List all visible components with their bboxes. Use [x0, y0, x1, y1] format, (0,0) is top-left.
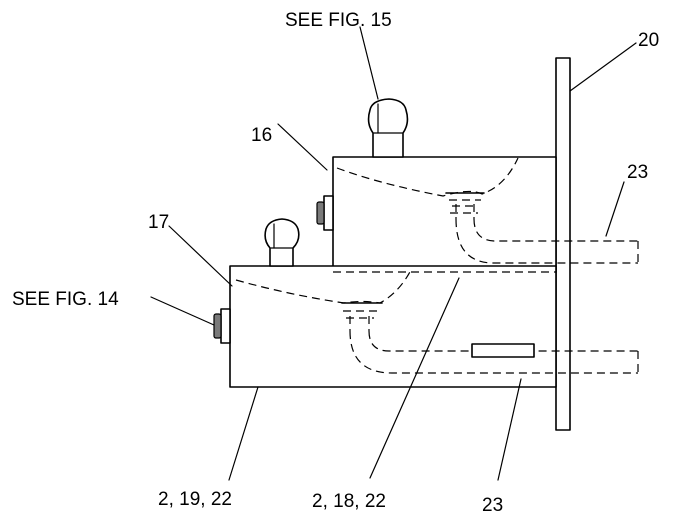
item-23-upper-label: 23 — [627, 162, 648, 183]
see-fig-14-label: SEE FIG. 14 — [12, 289, 119, 310]
upper-tank — [316, 98, 639, 273]
item-20-label: 20 — [638, 30, 659, 51]
item-16-label: 16 — [251, 125, 272, 146]
items-2-19-22-label: 2, 19, 22 — [158, 489, 232, 510]
lower-tank — [213, 218, 639, 388]
mounting-plate — [555, 57, 571, 431]
items-2-18-22-label: 2, 18, 22 — [312, 491, 386, 512]
item-23-lower-label: 23 — [482, 495, 503, 516]
item-17-label: 17 — [148, 212, 169, 233]
see-fig-15-label: SEE FIG. 15 — [285, 10, 392, 31]
leader-lines — [150, 26, 637, 481]
